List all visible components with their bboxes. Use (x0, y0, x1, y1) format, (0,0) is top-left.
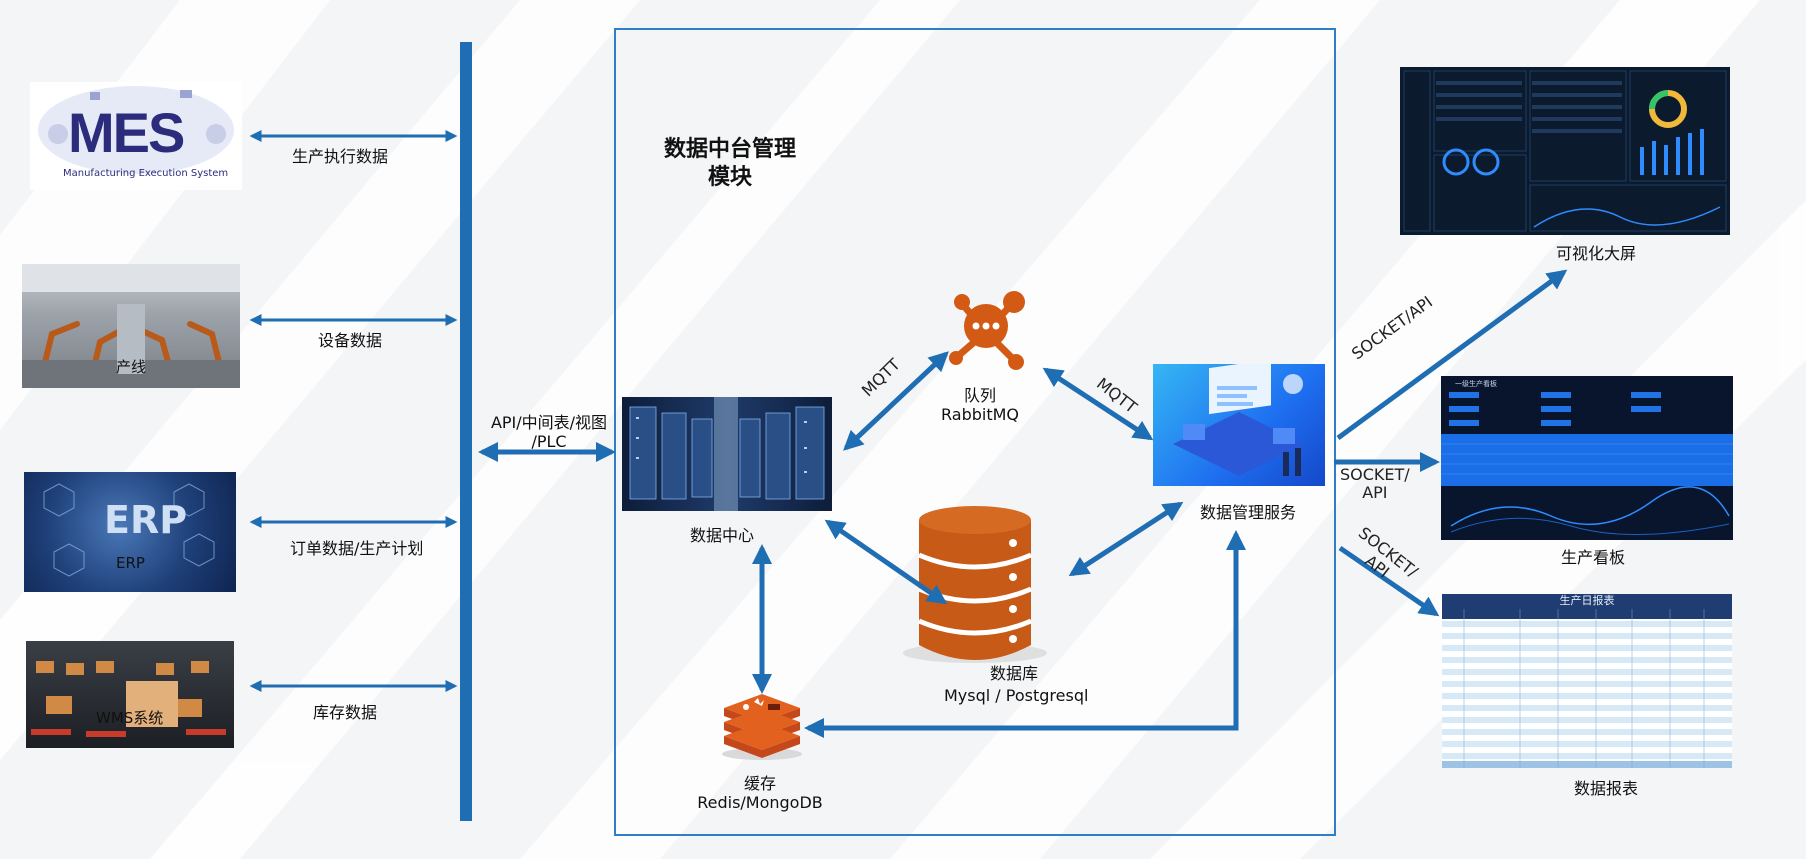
queue-label: 队列 RabbitMQ (930, 386, 1030, 424)
production-board-header: 一级生产看板 (1455, 380, 1497, 388)
hexagon-network-icon (43, 483, 215, 577)
big-screen-image (1400, 67, 1730, 235)
data-report-label: 数据报表 (1574, 779, 1639, 798)
isometric-server-icon (1173, 364, 1303, 476)
big-screen-label: 可视化大屏 (1556, 244, 1637, 263)
production-board-image: 一级生产看板 (1441, 376, 1733, 540)
arrow-cache-mgmt (804, 530, 1246, 738)
label-socket-api-mid-line1: SOCKET/ (1340, 465, 1410, 484)
arrow-queue-mgmt (1042, 367, 1154, 441)
datacenter-image (622, 397, 832, 511)
database-label-line1: 数据库 (989, 664, 1038, 683)
arrow-to-data-report (1338, 545, 1440, 617)
mes-logo-image: MES Manufacturing Execution System (30, 82, 242, 190)
data-report-image: 生产日报表 (1442, 594, 1732, 768)
cache-label: 缓存 Redis/MongoDB (680, 774, 840, 812)
wms-caption: WMS系统 (96, 709, 164, 727)
queue-label-line2: RabbitMQ (941, 405, 1019, 424)
production-line-image: 产线 (22, 264, 240, 388)
arrow-to-big-screen (1336, 269, 1568, 441)
mes-logo-text: MES (68, 101, 185, 164)
label-equipment-data: 设备数据 (318, 331, 383, 350)
database-label-line2: Mysql / Postgresql (944, 686, 1089, 705)
erp-logo-text: ERP (104, 498, 188, 542)
cache-label-line1: 缓存 (743, 774, 776, 793)
mgmt-service-label: 数据管理服务 (1200, 503, 1297, 522)
label-socket-api-mid-line2: API (1362, 483, 1388, 502)
wms-image: WMS系统 (26, 641, 234, 748)
report-sheet-title: 生产日报表 (1442, 594, 1732, 609)
production-board-preview-icon (1441, 392, 1733, 536)
dashboard-preview-icon (1403, 70, 1727, 232)
rabbitmq-icon (949, 291, 1025, 370)
queue-label-line1: 队列 (963, 386, 996, 405)
datacenter-label: 数据中心 (690, 526, 755, 545)
server-racks-icon (629, 397, 825, 511)
data-platform-panel (614, 28, 1336, 836)
cache-label-line2: Redis/MongoDB (697, 793, 823, 812)
production-line-caption: 产线 (116, 358, 147, 376)
label-order-data: 订单数据/生产计划 (290, 539, 424, 558)
report-table-icon (1442, 609, 1732, 768)
label-socket-api-mid: SOCKET/ API (1340, 466, 1410, 502)
label-api-bus: API/中间表/视图 /PLC (484, 413, 614, 451)
production-board-label: 生产看板 (1561, 548, 1626, 567)
arrow-database-mgmt (1068, 501, 1184, 577)
module-title-line2: 模块 (707, 165, 752, 190)
module-title: 数据中台管理 模块 (650, 136, 810, 192)
robot-arms-icon (22, 264, 240, 388)
warehouse-boxes-icon (31, 661, 226, 737)
arrow-datacenter-queue (843, 351, 949, 451)
erp-image: ERP ERP (24, 472, 236, 592)
label-production-data: 生产执行数据 (292, 147, 389, 166)
label-api-bus-line2: /PLC (531, 432, 567, 451)
module-title-line1: 数据中台管理 (663, 137, 796, 162)
mes-illustration-icon (38, 86, 234, 174)
mgmt-service-image (1153, 364, 1325, 486)
label-inventory-data: 库存数据 (313, 703, 378, 722)
redis-icon (722, 694, 802, 760)
api-bus-bar (460, 42, 472, 821)
mes-subtitle: Manufacturing Execution System (63, 168, 229, 179)
arrow-datacenter-database (824, 519, 948, 605)
erp-caption: ERP (116, 554, 145, 572)
database-label: 数据库 Mysql / Postgresql (944, 664, 1089, 705)
label-api-bus-line1: API/中间表/视图 (490, 413, 608, 432)
